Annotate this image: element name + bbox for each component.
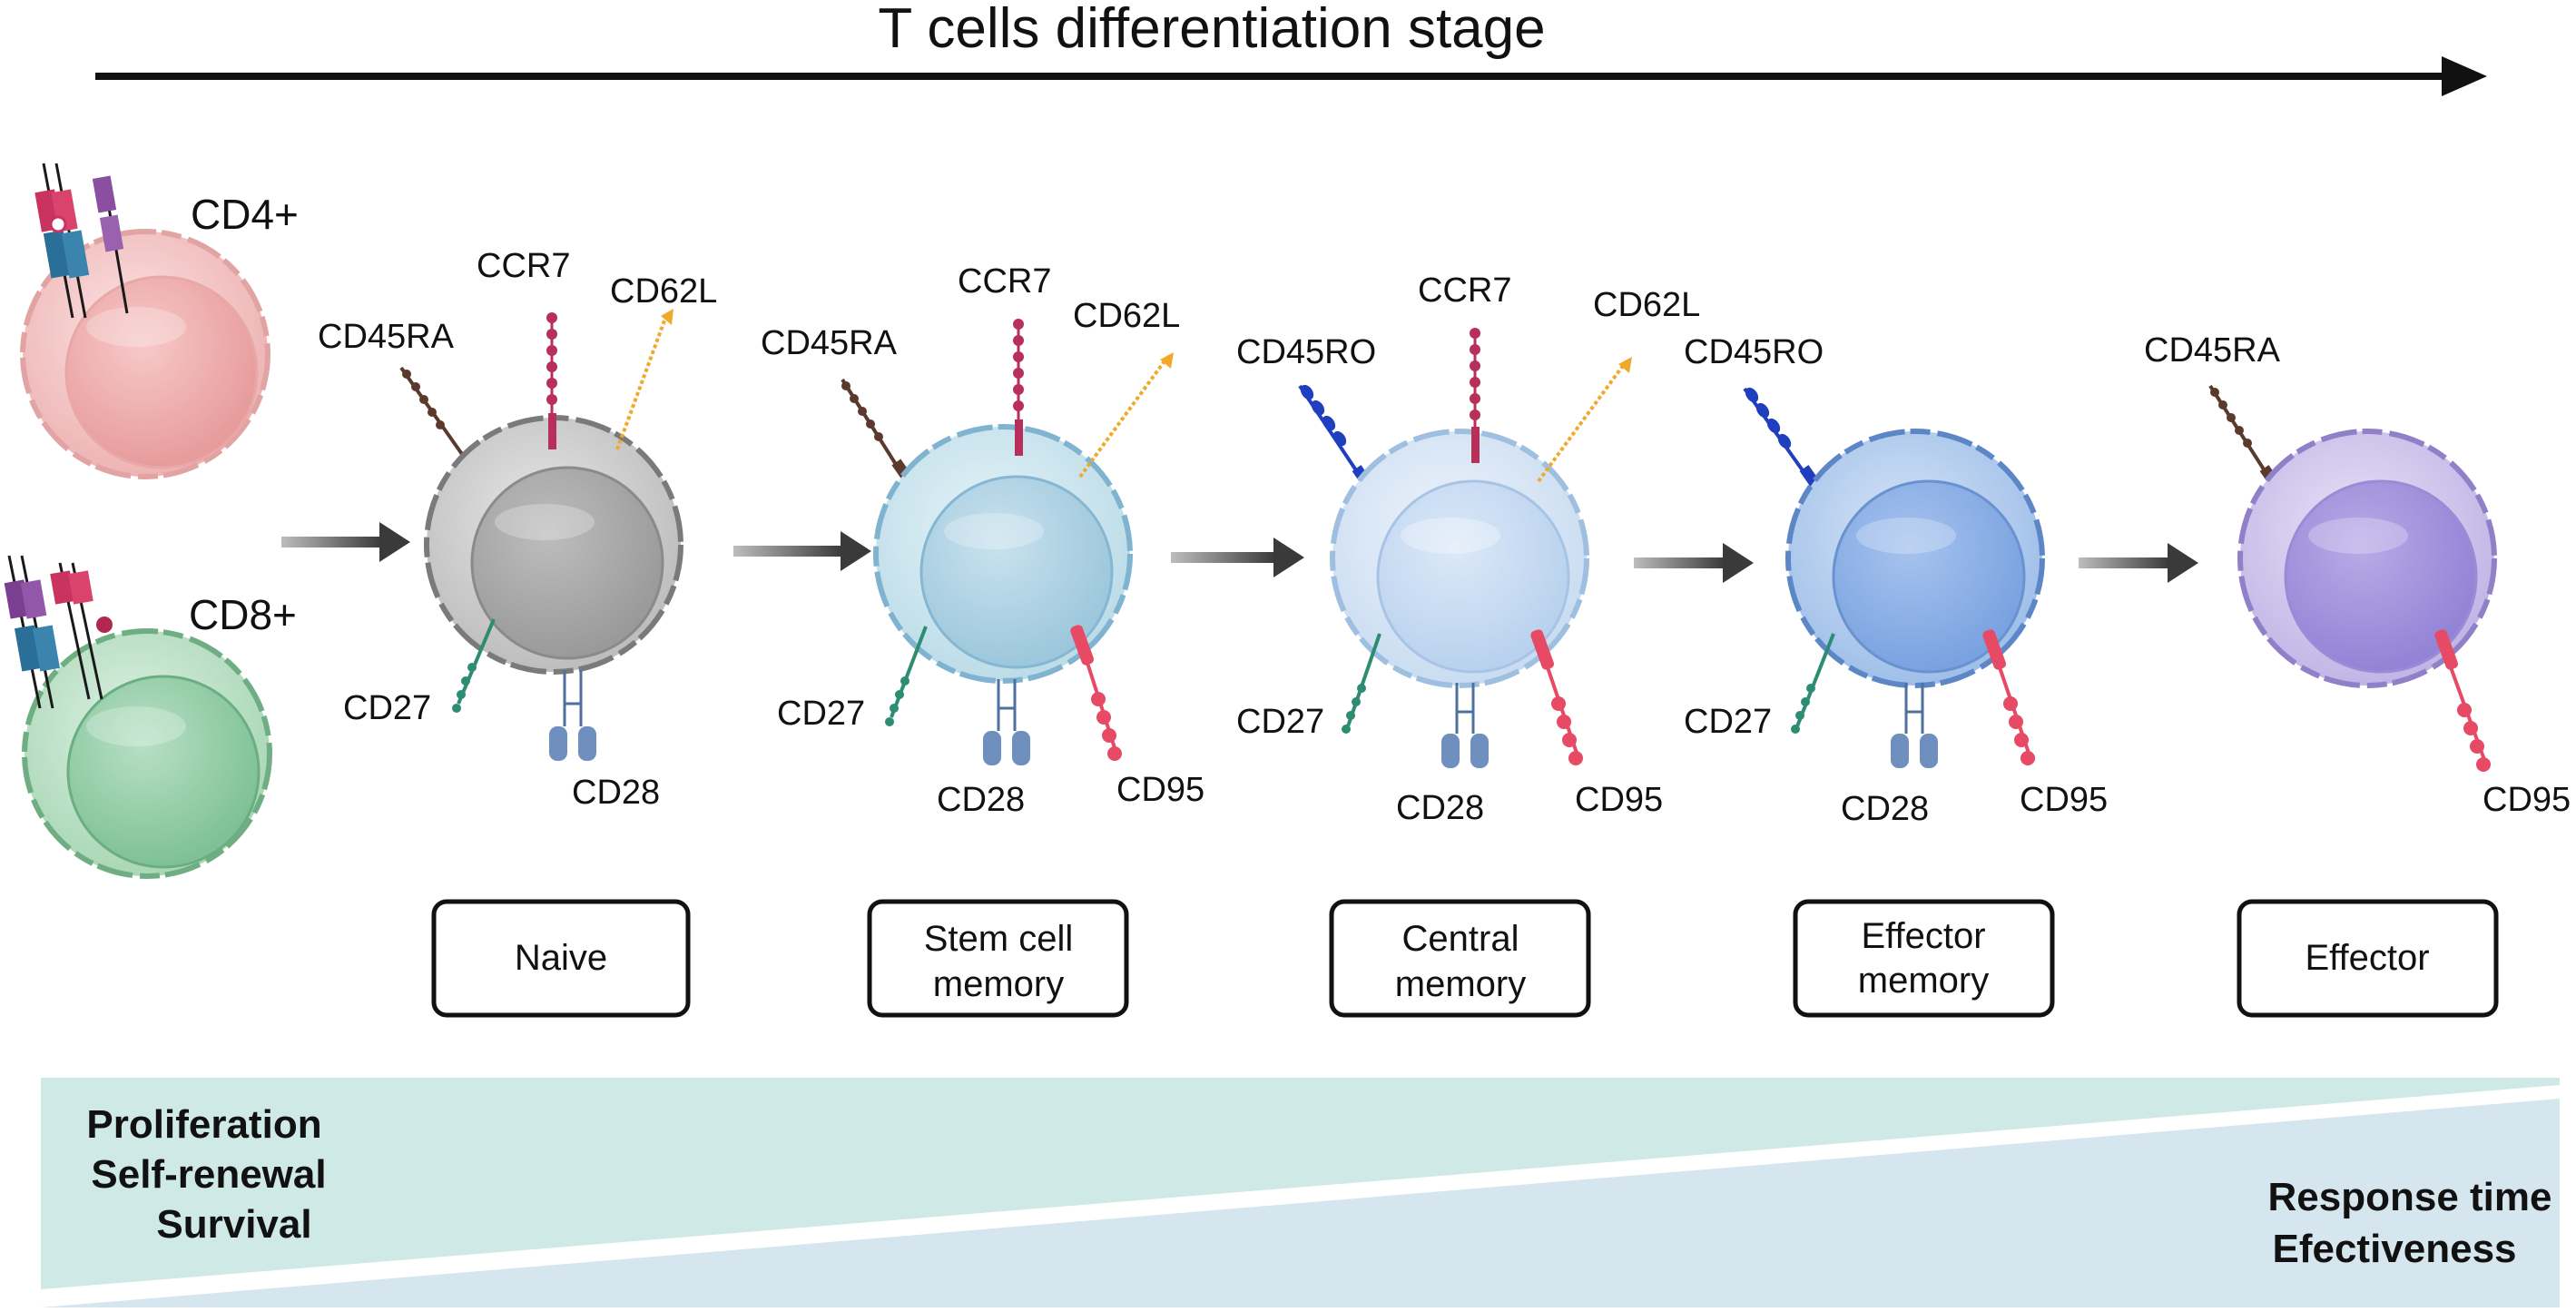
stage-box-naive: Naive bbox=[431, 899, 691, 1018]
stage-name-stem-cell-line2: memory bbox=[933, 964, 1064, 1004]
effector-cell bbox=[2208, 384, 2497, 772]
cd95-receptor-icon bbox=[2434, 629, 2491, 772]
wedge-proliferation bbox=[41, 1078, 2560, 1289]
cd28-receptor-icon bbox=[1441, 683, 1489, 768]
left-properties: Proliferation Self-renewal Survival bbox=[86, 1102, 326, 1247]
scm-cd45ra-label: CD45RA bbox=[761, 324, 898, 362]
diagram-title: T cells differentiation stage bbox=[878, 0, 1545, 60]
scm-cd62l-label: CD62L bbox=[1073, 297, 1180, 335]
cd62l-receptor-icon bbox=[615, 309, 673, 450]
stage-box-stem-cell-memory: Stem cell memory bbox=[867, 899, 1129, 1018]
ccr7-receptor-icon bbox=[546, 312, 557, 449]
property-proliferation: Proliferation bbox=[86, 1102, 321, 1147]
stage-box-effector: Effector bbox=[2237, 899, 2499, 1018]
cd95-receptor-icon bbox=[1530, 629, 1583, 765]
ccr7-receptor-icon bbox=[1470, 328, 1480, 463]
cd28-receptor-icon bbox=[549, 670, 596, 761]
stage-arrow bbox=[2079, 543, 2198, 583]
naive-cell bbox=[399, 309, 683, 761]
cd28-receptor-icon bbox=[983, 679, 1030, 765]
naive-cd27-label: CD27 bbox=[343, 689, 431, 727]
ccr7-receptor-icon bbox=[1013, 319, 1024, 456]
effector-memory-cell bbox=[1743, 387, 2045, 768]
scm-cd95-label: CD95 bbox=[1116, 771, 1204, 809]
cd28-receptor-icon bbox=[1891, 683, 1938, 768]
central-memory-cell bbox=[1298, 328, 1632, 768]
property-survival: Survival bbox=[156, 1202, 311, 1247]
cm-ccr7-label: CCR7 bbox=[1418, 271, 1511, 310]
stage-box-effector-memory: Effector memory bbox=[1793, 899, 2055, 1018]
em-cd27-label: CD27 bbox=[1684, 703, 1772, 741]
cd4-coreceptor-icon bbox=[92, 175, 129, 314]
wedge-response bbox=[41, 1099, 2560, 1307]
stage-name-central-line1: Central bbox=[1402, 919, 1519, 959]
cd4-label: CD4+ bbox=[191, 191, 299, 238]
stage-arrow bbox=[1171, 538, 1304, 577]
property-self-renewal: Self-renewal bbox=[91, 1152, 326, 1197]
cm-cd95-label: CD95 bbox=[1575, 781, 1663, 819]
scm-cd28-label: CD28 bbox=[937, 781, 1025, 819]
cd8-coreceptor-icon bbox=[50, 562, 113, 700]
cd27-receptor-icon bbox=[1342, 633, 1381, 734]
property-response-time: Response time bbox=[2268, 1175, 2552, 1219]
tcr-icon bbox=[4, 555, 61, 709]
cd8-cell: CD8+ bbox=[4, 555, 297, 879]
naive-cd45ra-label: CD45RA bbox=[318, 318, 455, 356]
stage-name-effector-memory-line1: Effector bbox=[1861, 916, 1985, 956]
stem-cell-memory-cell bbox=[841, 319, 1174, 765]
eff-cd95-label: CD95 bbox=[2483, 781, 2571, 819]
stage-box-central-memory: Central memory bbox=[1329, 899, 1591, 1018]
tcr-icon bbox=[34, 163, 90, 319]
em-cd28-label: CD28 bbox=[1841, 790, 1929, 828]
stage-name-central-line2: memory bbox=[1395, 964, 1526, 1004]
differentiation-axis-arrow bbox=[95, 56, 2487, 96]
stage-arrow bbox=[281, 522, 410, 562]
cd95-receptor-icon bbox=[1982, 629, 2035, 765]
naive-cd62l-label: CD62L bbox=[610, 272, 717, 311]
scm-ccr7-label: CCR7 bbox=[958, 262, 1051, 301]
cd27-receptor-icon bbox=[885, 626, 928, 726]
stage-arrows bbox=[281, 522, 2198, 583]
cm-cd45ro-label: CD45RO bbox=[1236, 333, 1376, 371]
naive-ccr7-label: CCR7 bbox=[477, 247, 570, 285]
cm-cd62l-label: CD62L bbox=[1593, 286, 1700, 324]
naive-cd28-label: CD28 bbox=[572, 774, 660, 812]
stage-name-effector: Effector bbox=[2305, 938, 2429, 978]
stage-name-stem-cell-line1: Stem cell bbox=[924, 919, 1074, 959]
cd27-receptor-icon bbox=[452, 618, 496, 713]
cd4-cell: CD4+ bbox=[20, 163, 299, 479]
cd95-receptor-icon bbox=[1070, 625, 1122, 761]
cd27-receptor-icon bbox=[1791, 633, 1835, 734]
cd8-label: CD8+ bbox=[189, 591, 297, 638]
stage-arrow bbox=[733, 531, 871, 571]
scm-cd27-label: CD27 bbox=[777, 695, 865, 733]
em-cd45ro-label: CD45RO bbox=[1684, 333, 1824, 371]
em-cd95-label: CD95 bbox=[2020, 781, 2108, 819]
stage-arrow bbox=[1634, 543, 1754, 583]
cd62l-receptor-icon bbox=[1537, 357, 1632, 483]
cm-cd28-label: CD28 bbox=[1396, 789, 1484, 827]
cd62l-receptor-icon bbox=[1078, 352, 1174, 478]
cm-cd27-label: CD27 bbox=[1236, 703, 1324, 741]
stage-name-naive: Naive bbox=[515, 938, 607, 978]
stage-name-effector-memory-line2: memory bbox=[1858, 961, 1989, 1001]
eff-cd45ra-label: CD45RA bbox=[2144, 331, 2281, 370]
property-efectiveness: Efectiveness bbox=[2272, 1227, 2516, 1271]
right-properties: Response time Efectiveness bbox=[2268, 1175, 2552, 1271]
